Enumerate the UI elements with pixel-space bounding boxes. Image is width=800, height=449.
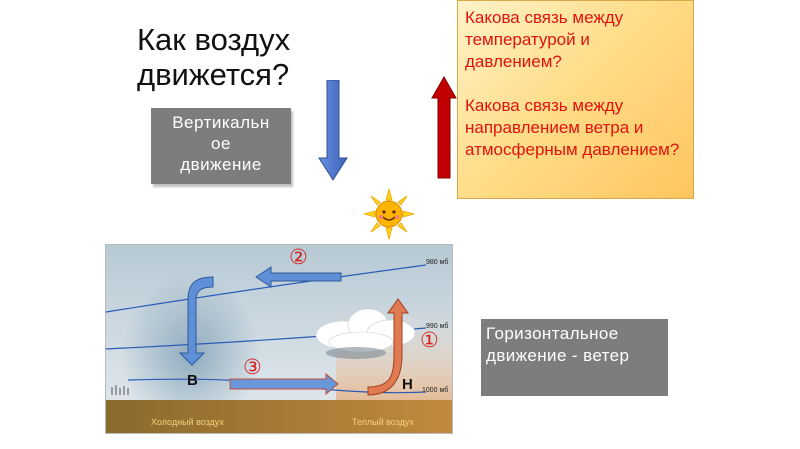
marker-3: ③: [243, 355, 262, 379]
high-pressure-label: В: [187, 372, 198, 389]
isobar-label-1000: 1000 мб: [422, 387, 449, 394]
low-pressure-label: Н: [402, 376, 413, 393]
warm-air-label: Теплый воздух: [352, 417, 414, 427]
horizontal-movement-label: Горизонтальное движение - ветер: [481, 319, 668, 396]
questions-box: Какова связь между температурой и давлен…: [457, 0, 694, 199]
down-arrow-icon: [318, 80, 348, 181]
marker-1: ①: [420, 328, 439, 352]
slide-title: Как воздух движется?: [137, 22, 291, 92]
isobar-label-990: 990 мб: [426, 323, 449, 330]
cold-air-label: Холодный воздух: [151, 417, 224, 427]
diagram-background: [106, 245, 452, 433]
vertical-movement-label: Вертикальн ое движение: [151, 108, 291, 184]
air-circulation-diagram: 980 мб 990 мб 1000 мб ② ① ③ В Н Холодный…: [105, 244, 453, 434]
sun-icon: [363, 188, 415, 240]
isobar-label-980: 980 мб: [426, 259, 449, 266]
up-arrow-icon: [431, 76, 457, 179]
horizontal-movement-text: Горизонтальное движение - ветер: [486, 324, 630, 365]
vertical-movement-text: Вертикальн ое движение: [172, 113, 270, 174]
marker-2: ②: [289, 245, 308, 269]
question-temperature-pressure: Какова связь между температурой и давлен…: [465, 8, 624, 71]
question-wind-pressure: Какова связь между направлением ветра и …: [465, 96, 680, 159]
